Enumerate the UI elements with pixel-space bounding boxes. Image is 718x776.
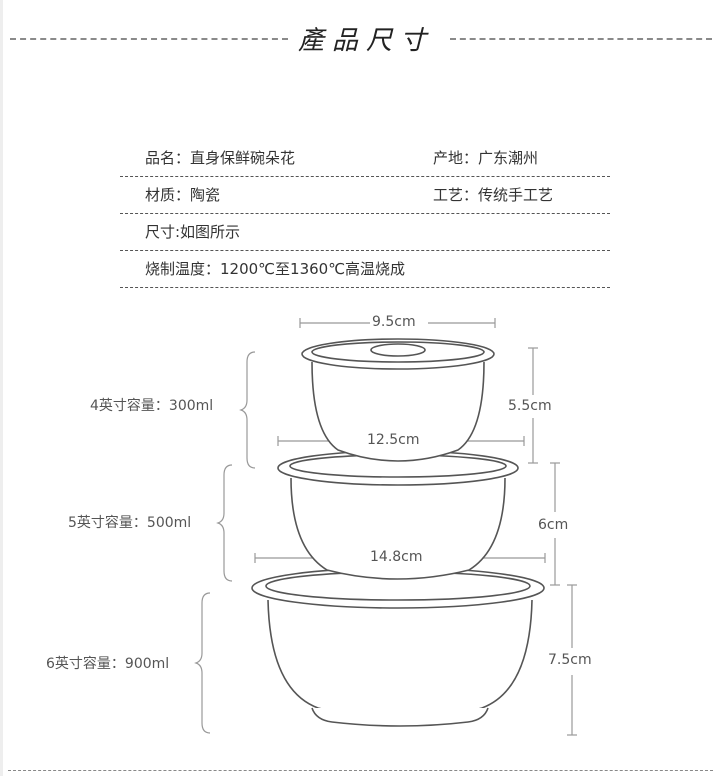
bowl-dimension-diagram: 4英寸容量：300ml 5英寸容量：500ml 6英寸容量：900ml 9.5c…	[0, 300, 718, 760]
section-title: 產品尺寸	[298, 26, 435, 56]
section-header: 產品尺寸	[0, 14, 718, 64]
spec-craft: 工艺：传统手工艺	[433, 186, 554, 204]
dim-medium-width: 14.8cm	[368, 549, 425, 565]
capacity-label-5in: 5英寸容量：500ml	[68, 515, 192, 531]
spec-size: 尺寸:如图所示	[145, 223, 241, 241]
header-divider-left	[10, 38, 288, 40]
bowls-illustration	[194, 318, 577, 736]
spec-row: 品名：直身保鲜碗朵花 产地：广东潮州	[120, 140, 610, 177]
dim-medium-height: 6cm	[536, 517, 571, 533]
capacity-label-4in: 4英寸容量：300ml	[90, 398, 214, 414]
dim-small-height: 5.5cm	[506, 398, 554, 414]
header-divider-right	[450, 38, 712, 40]
spec-row: 材质：陶瓷 工艺：传统手工艺	[120, 177, 610, 214]
capacity-label-6in: 6英寸容量：900ml	[46, 656, 170, 672]
spec-product-name: 品名：直身保鲜碗朵花	[145, 149, 296, 167]
bottom-divider	[8, 770, 713, 771]
spec-material: 材质：陶瓷	[145, 186, 221, 204]
spec-row: 尺寸:如图所示	[120, 214, 610, 251]
dim-small-top-width: 9.5cm	[370, 314, 418, 330]
spec-row: 烧制温度：1200℃至1360℃高温烧成	[120, 251, 610, 288]
dim-small-bottom-width: 12.5cm	[365, 432, 422, 448]
spec-table: 品名：直身保鲜碗朵花 产地：广东潮州 材质：陶瓷 工艺：传统手工艺 尺寸:如图所…	[120, 140, 610, 288]
spec-firing-temp: 烧制温度：1200℃至1360℃高温烧成	[145, 260, 406, 278]
spec-origin: 产地：广东潮州	[433, 149, 539, 167]
left-edge-border	[0, 0, 3, 776]
dim-large-height: 7.5cm	[546, 652, 594, 668]
